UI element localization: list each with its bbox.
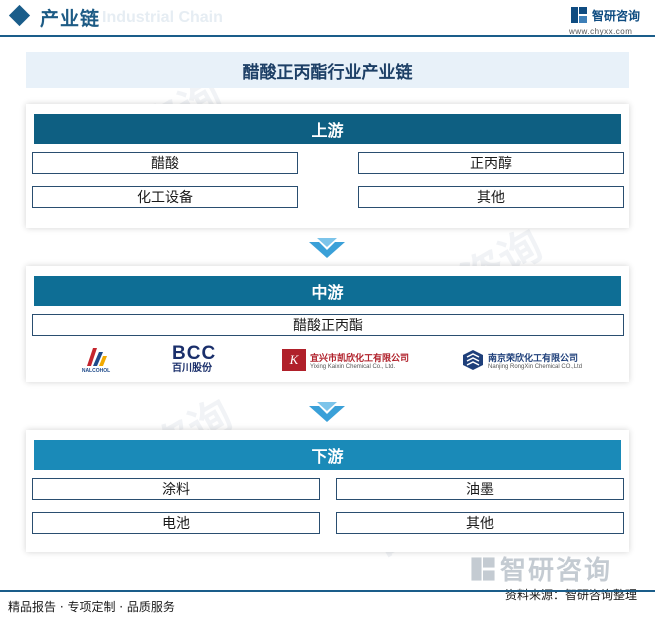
downstream-heading: 下游 xyxy=(34,440,621,470)
midstream-heading: 中游 xyxy=(34,276,621,306)
page-title: 产业链 xyxy=(40,8,101,30)
company-logos: NALCOHOL BCC 百川股份 K 宜兴市凯欣化工有限公司 Yixing K… xyxy=(34,342,621,378)
footer-tagline: 精品报告 · 专项定制 · 品质服务 xyxy=(8,600,175,614)
downstream-item: 油墨 xyxy=(336,478,624,500)
bcc-subtitle: 百川股份 xyxy=(172,363,212,374)
downstream-item: 其他 xyxy=(336,512,624,534)
downstream-item: 涂料 xyxy=(32,478,320,500)
brand-logo: 智研咨询 xyxy=(570,6,640,24)
header-divider xyxy=(0,35,655,37)
brand-icon xyxy=(571,7,587,23)
downstream-item: 电池 xyxy=(32,512,320,534)
midstream-product: 醋酸正丙酯 xyxy=(32,314,624,336)
upstream-item: 醋酸 xyxy=(32,152,298,174)
nalcohol-logo: NALCOHOL xyxy=(76,342,116,378)
footer-brand-mark: 智研咨询 xyxy=(470,550,612,587)
footer-brand-name: 智研咨询 xyxy=(500,556,613,586)
upstream-item: 化工设备 xyxy=(32,186,298,208)
rongxin-name-en: Nanjing RongXin Chemical CO.,Ltd xyxy=(488,363,583,370)
upstream-item: 正丙醇 xyxy=(358,152,624,174)
arrow-down-icon xyxy=(309,402,345,422)
rongxin-name-cn: 南京荣欣化工有限公司 xyxy=(488,353,579,364)
rongxin-icon xyxy=(463,350,483,370)
nalcohol-icon xyxy=(87,348,107,366)
chain-title: 醋酸正丙酯行业产业链 xyxy=(26,52,629,88)
source-note: 资料来源：智研咨询整理 xyxy=(505,588,638,602)
page-header: Industrial Chain 产业链 智研咨询 www.chyxx.com xyxy=(0,0,655,37)
kaixin-name-en: Yixing Kaixin Chemical Co., Ltd. xyxy=(310,363,396,370)
kaixin-icon: K xyxy=(282,349,306,371)
nalcohol-name: NALCOHOL xyxy=(81,368,111,374)
brand-icon xyxy=(471,556,495,581)
downstream-section: 下游 涂料 油墨 电池 其他 xyxy=(26,430,629,552)
rongxin-logo: 南京荣欣化工有限公司 Nanjing RongXin Chemical CO.,… xyxy=(462,342,612,378)
bcc-name: BCC xyxy=(172,343,217,364)
kaixin-logo: K 宜兴市凯欣化工有限公司 Yixing Kaixin Chemical Co.… xyxy=(282,342,442,378)
upstream-item: 其他 xyxy=(358,186,624,208)
brand-url: www.chyxx.com xyxy=(569,27,633,36)
upstream-heading: 上游 xyxy=(34,114,621,144)
bcc-logo: BCC 百川股份 xyxy=(172,342,242,378)
upstream-section: 上游 醋酸 正丙醇 化工设备 其他 xyxy=(26,104,629,228)
brand-name: 智研咨询 xyxy=(592,8,641,23)
diamond-icon xyxy=(8,4,31,27)
footer-divider xyxy=(0,590,655,592)
arrow-down-icon xyxy=(309,238,345,258)
kaixin-name-cn: 宜兴市凯欣化工有限公司 xyxy=(310,353,410,364)
header-ghost-text: Industrial Chain xyxy=(102,9,223,26)
midstream-section: 中游 醋酸正丙酯 NALCOHOL BCC 百川股份 K 宜兴市凯欣化工有限公司… xyxy=(26,266,629,382)
